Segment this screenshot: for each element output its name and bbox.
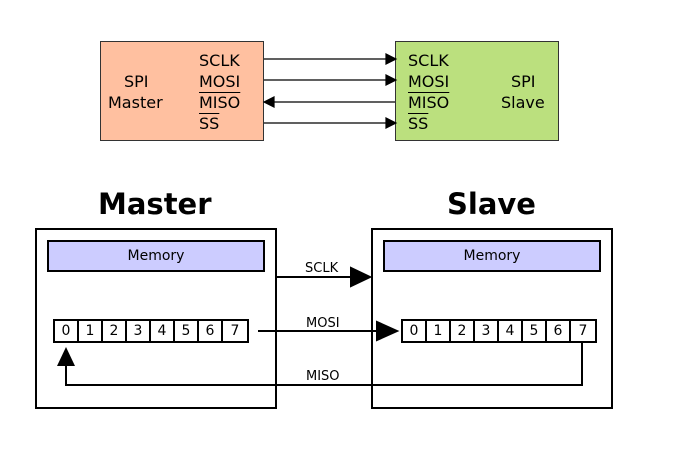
spi-slave-name-line2: Slave (501, 93, 545, 112)
top-sclk-arrow (264, 53, 398, 65)
master-memory-block: Memory (47, 240, 265, 272)
spi-master-name-line1: SPI (124, 72, 149, 91)
slave-register-bit-3: 3 (475, 321, 499, 341)
master-pin-sclk: SCLK (199, 51, 240, 70)
master-pin-mosi: MOSI (199, 72, 241, 91)
master-register-bit-2: 2 (103, 321, 127, 341)
top-miso-arrow (262, 96, 395, 108)
slave-register-bit-2: 2 (451, 321, 475, 341)
sclk-signal-label: SCLK (305, 261, 339, 276)
top-mosi-arrow (264, 74, 398, 86)
slave-register-bit-6: 6 (547, 321, 571, 341)
master-register-bit-1: 1 (79, 321, 103, 341)
spi-master-box (100, 41, 264, 141)
slave-pin-ss: SS (408, 114, 429, 133)
master-register-bit-6: 6 (199, 321, 223, 341)
master-pin-miso: MISO (199, 93, 241, 112)
top-ss-arrow (264, 117, 398, 129)
mosi-arrow (258, 320, 400, 342)
master-register-bit-7: 7 (230, 323, 240, 339)
master-register-bit-4: 4 (151, 321, 175, 341)
spi-slave-name-line1: SPI (511, 72, 536, 91)
slave-register-bit-0: 0 (403, 321, 427, 341)
master-register-bit-5: 5 (175, 321, 199, 341)
spi-slave-box (395, 41, 559, 141)
master-shift-register: 0 1 2 3 4 5 6 7 (53, 319, 249, 343)
slave-pin-mosi: MOSI (408, 72, 450, 91)
slave-register-bit-7: 7 (578, 323, 588, 339)
miso-signal-label: MISO (306, 369, 340, 384)
sclk-arrow (277, 266, 373, 288)
master-register-bit-0: 0 (55, 321, 79, 341)
slave-pin-sclk: SCLK (408, 51, 449, 70)
slave-heading: Slave (447, 187, 536, 221)
spi-master-name-line2: Master (108, 93, 163, 112)
slave-register-bit-5: 5 (523, 321, 547, 341)
slave-pin-miso: MISO (408, 93, 450, 112)
master-pin-ss: SS (199, 114, 220, 133)
slave-memory-block: Memory (383, 240, 601, 272)
master-heading: Master (98, 187, 212, 221)
slave-register-bit-4: 4 (499, 321, 523, 341)
mosi-signal-label: MOSI (306, 316, 340, 331)
master-register-bit-3: 3 (127, 321, 151, 341)
slave-register-bit-1: 1 (427, 321, 451, 341)
slave-shift-register: 0 1 2 3 4 5 6 7 (401, 319, 597, 343)
miso-arrow (65, 343, 583, 386)
miso-arrowhead (57, 347, 75, 366)
